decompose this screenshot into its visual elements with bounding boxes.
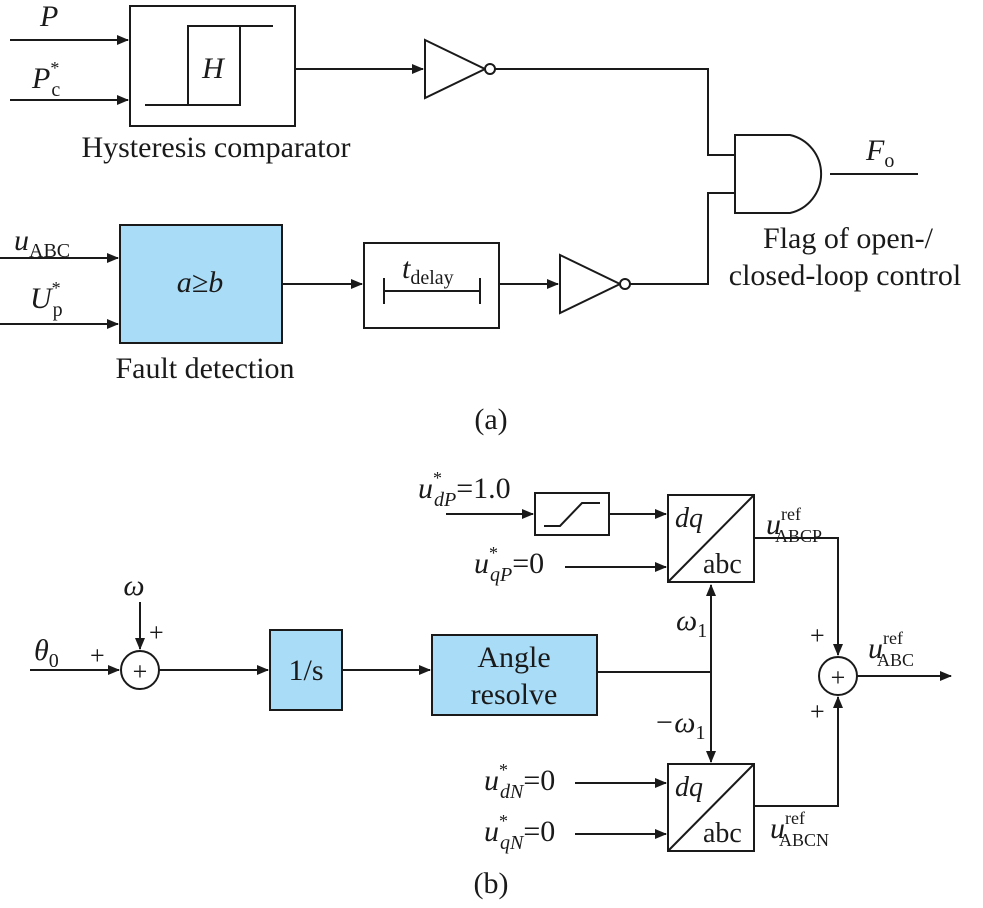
sum2-sign-top: +: [810, 621, 825, 650]
refn-wire: [754, 696, 843, 807]
angle-resolve-line2: resolve: [471, 678, 558, 711]
flag-caption-line1: Flag of open-/: [763, 222, 934, 255]
delay-block: [363, 242, 500, 329]
panel-b-label: (b): [474, 867, 509, 900]
omega1-label: ω1: [676, 604, 707, 642]
sum2-sign-bottom: +: [810, 697, 825, 726]
theta-label: θ0: [34, 634, 59, 672]
panel-a-label: (a): [474, 403, 507, 436]
flag-caption-line2: closed-loop control: [729, 259, 961, 292]
not-gate-1: [424, 38, 488, 100]
hysteresis-curve-upper: [145, 25, 273, 106]
not-gate-2: [559, 253, 623, 315]
omega-label: ω: [123, 569, 144, 602]
abc-positive-label: abc: [703, 549, 742, 580]
input-pc-label: P*c: [31, 58, 60, 101]
theta-sign: +: [90, 641, 105, 670]
panel-a: P P*c H Hysteresis comparator Fo Flag of…: [0, 0, 961, 436]
angle-resolve-line1: Angle: [477, 641, 550, 674]
hysteresis-curve-lower: [188, 26, 241, 106]
udn-label: u*dN=0: [484, 760, 555, 803]
integrator-block: [269, 629, 343, 711]
uqn-label: u*qN=0: [484, 811, 555, 854]
panel-b: θ0 + + ω + 1/s Angle resolve ω1 −ω1 u*dP…: [30, 468, 952, 900]
input-uabc-label: uABC: [14, 224, 70, 262]
not-gate-1-bubble: [484, 63, 496, 75]
neg-omega1-label: −ω1: [654, 706, 705, 744]
refp-wire: [754, 537, 843, 656]
omega-sign: +: [149, 618, 164, 647]
dq-abc-negative-diagonal: [667, 763, 755, 852]
hysteresis-caption: Hysteresis comparator: [81, 131, 350, 164]
dq-negative-label: dq: [675, 772, 703, 803]
abc-negative-label: abc: [703, 818, 742, 849]
udp-label: u*dP=1.0: [418, 468, 511, 511]
integrator-text: 1/s: [288, 654, 323, 687]
dq-abc-positive-diagonal: [667, 494, 755, 583]
not-gate-2-bubble: [619, 278, 631, 290]
not-gate-1-wire: [495, 68, 735, 156]
not-gate-2-wire: [630, 192, 735, 285]
input-up-label: U*p: [30, 278, 63, 321]
uqp-label: u*qP=0: [474, 543, 544, 586]
ramp-limiter-curve: [544, 502, 600, 527]
fault-caption: Fault detection: [115, 352, 294, 385]
hysteresis-symbol: H: [201, 52, 226, 85]
input-p-label: P: [39, 0, 58, 33]
and-gate: [734, 134, 823, 214]
fault-detection-block: [119, 224, 283, 344]
dq-positive-label: dq: [675, 503, 703, 534]
summing-junction-2-symbol: +: [831, 663, 846, 692]
summing-junction-1-symbol: +: [133, 657, 148, 686]
output-fo-label: Fo: [865, 134, 894, 172]
angle-resolve-block: [431, 634, 598, 716]
fault-block-text: a≥b: [177, 266, 223, 299]
delay-label: tdelay: [402, 252, 454, 289]
